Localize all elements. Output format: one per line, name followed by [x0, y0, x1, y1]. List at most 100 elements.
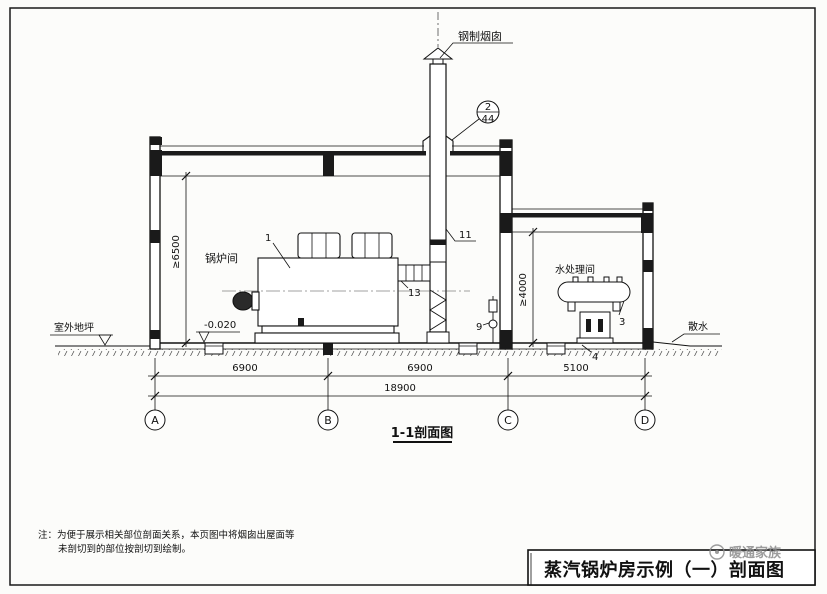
water-room-label: 水处理间 [555, 263, 595, 276]
parapet-cap [643, 203, 653, 211]
lintel [643, 260, 653, 272]
axis-circle [317, 409, 339, 431]
dim-tick [181, 338, 191, 348]
steel-chimney [422, 12, 454, 344]
outdoor-ground-marker: 室外地坪 [50, 321, 113, 346]
ground-hatching [58, 349, 722, 356]
dim-tick [181, 171, 191, 181]
boiler-room-height: ≥6500 [171, 235, 182, 269]
title-block: 蒸汽锅炉房示例（一）剖面图 [527, 549, 816, 586]
callout-leader-boiler [272, 242, 291, 269]
roof-boiler-room [160, 145, 500, 177]
tank-support [567, 301, 576, 312]
tank-shell [557, 281, 631, 303]
burner [251, 291, 260, 311]
boiler-top-box-1 [297, 232, 341, 259]
chimney-cap [422, 47, 454, 60]
note-line-1: 注：为便于展示相关部位剖面关系，本页图中将烟囱出屋面等 [38, 529, 295, 541]
apron-leader [671, 333, 720, 343]
chimney-flange [430, 240, 446, 245]
tank-nozzle [616, 276, 623, 283]
wall-axis-c [499, 139, 513, 350]
wall-axis-a [149, 136, 162, 350]
detail-sheet: 44 [482, 114, 495, 125]
span-dimension-ab: 6900 [232, 363, 257, 374]
feed-pump [488, 296, 498, 343]
steam-boiler [232, 232, 400, 344]
boiler-skid [261, 325, 395, 334]
boiler-top-box-2 [351, 232, 393, 259]
title-block-frame [527, 549, 816, 586]
axis-circle [144, 409, 166, 431]
softener-column [598, 319, 603, 332]
callout-trench: 4 [592, 352, 598, 363]
pump-motor [488, 319, 498, 329]
ring-beam [500, 151, 512, 176]
drawing-title: 蒸汽锅炉房示例（一）剖面图 [544, 559, 785, 581]
watermark-text: 暖通家族 [729, 545, 782, 561]
lintel [150, 230, 160, 243]
water-room-height: ≥4000 [518, 273, 529, 307]
roof-beam-axis-b [323, 155, 334, 176]
trench [458, 342, 478, 355]
roof-slab [450, 151, 500, 156]
dim-tick [150, 371, 160, 381]
roof-slab [160, 151, 426, 156]
chimney-base [426, 331, 450, 344]
chimney-neck [432, 58, 444, 65]
detail-number: 2 [485, 102, 491, 113]
detail-leader [451, 118, 480, 141]
tank-nozzle [603, 276, 610, 283]
softener-column [586, 319, 591, 332]
callout-leader-trench [581, 344, 592, 353]
callout-leader-pump [482, 322, 490, 326]
parapet-cap [500, 140, 512, 148]
chimney-support-frame [429, 289, 447, 331]
apron-marker: 散水 [671, 320, 720, 343]
apron-slope-right [652, 341, 722, 347]
dim-tick [323, 371, 333, 381]
trench [204, 342, 224, 355]
axis-label-d: D [641, 414, 649, 427]
roof-water-room [512, 208, 643, 233]
floor-elevation-marker: -0.020 [196, 320, 240, 343]
floor-elevation: -0.020 [204, 320, 236, 331]
tank-nozzle [587, 276, 594, 283]
dim-tick [640, 371, 650, 381]
chimney-flashing-right [445, 135, 454, 151]
note-line-2: 未剖切到的部位按剖切到绘制。 [58, 543, 191, 555]
callout-leader-flue [400, 280, 409, 289]
roof-slab [512, 213, 643, 218]
chimney-flashing-left [422, 135, 431, 151]
watermark-icon [709, 544, 725, 560]
softener-body [579, 311, 611, 339]
axis-label-a: A [151, 414, 159, 427]
axis-label-b: B [324, 414, 332, 427]
callout-boiler: 1 [265, 233, 271, 244]
axis-bubble-b: B [317, 409, 339, 431]
boiler-drain [298, 318, 304, 326]
sheet-border [9, 7, 816, 586]
dim-tick [640, 391, 650, 401]
dimension-lines [148, 171, 652, 410]
dim-tick [528, 338, 538, 348]
ring-beam [150, 150, 162, 176]
plinth [500, 330, 512, 349]
watermark-icon-dot [715, 550, 719, 554]
axis-circle [497, 409, 519, 431]
plinth [643, 328, 653, 349]
wall-axis-d [641, 202, 654, 350]
callout-pump: 9 [476, 322, 482, 333]
ring-beam-low [500, 213, 512, 233]
axis-bubble-c: C [497, 409, 519, 431]
detail-reference: 2 44 [451, 100, 500, 141]
callout-chimney: 11 [459, 230, 472, 241]
boiler-room-label: 锅炉间 [205, 252, 238, 265]
pump-valve [488, 299, 498, 313]
water-tank [557, 276, 631, 312]
water-softener [576, 311, 614, 344]
watermark: 暖通家族 [709, 544, 782, 561]
callout-tank: 3 [619, 317, 625, 328]
callout-leader-tank [618, 300, 625, 316]
